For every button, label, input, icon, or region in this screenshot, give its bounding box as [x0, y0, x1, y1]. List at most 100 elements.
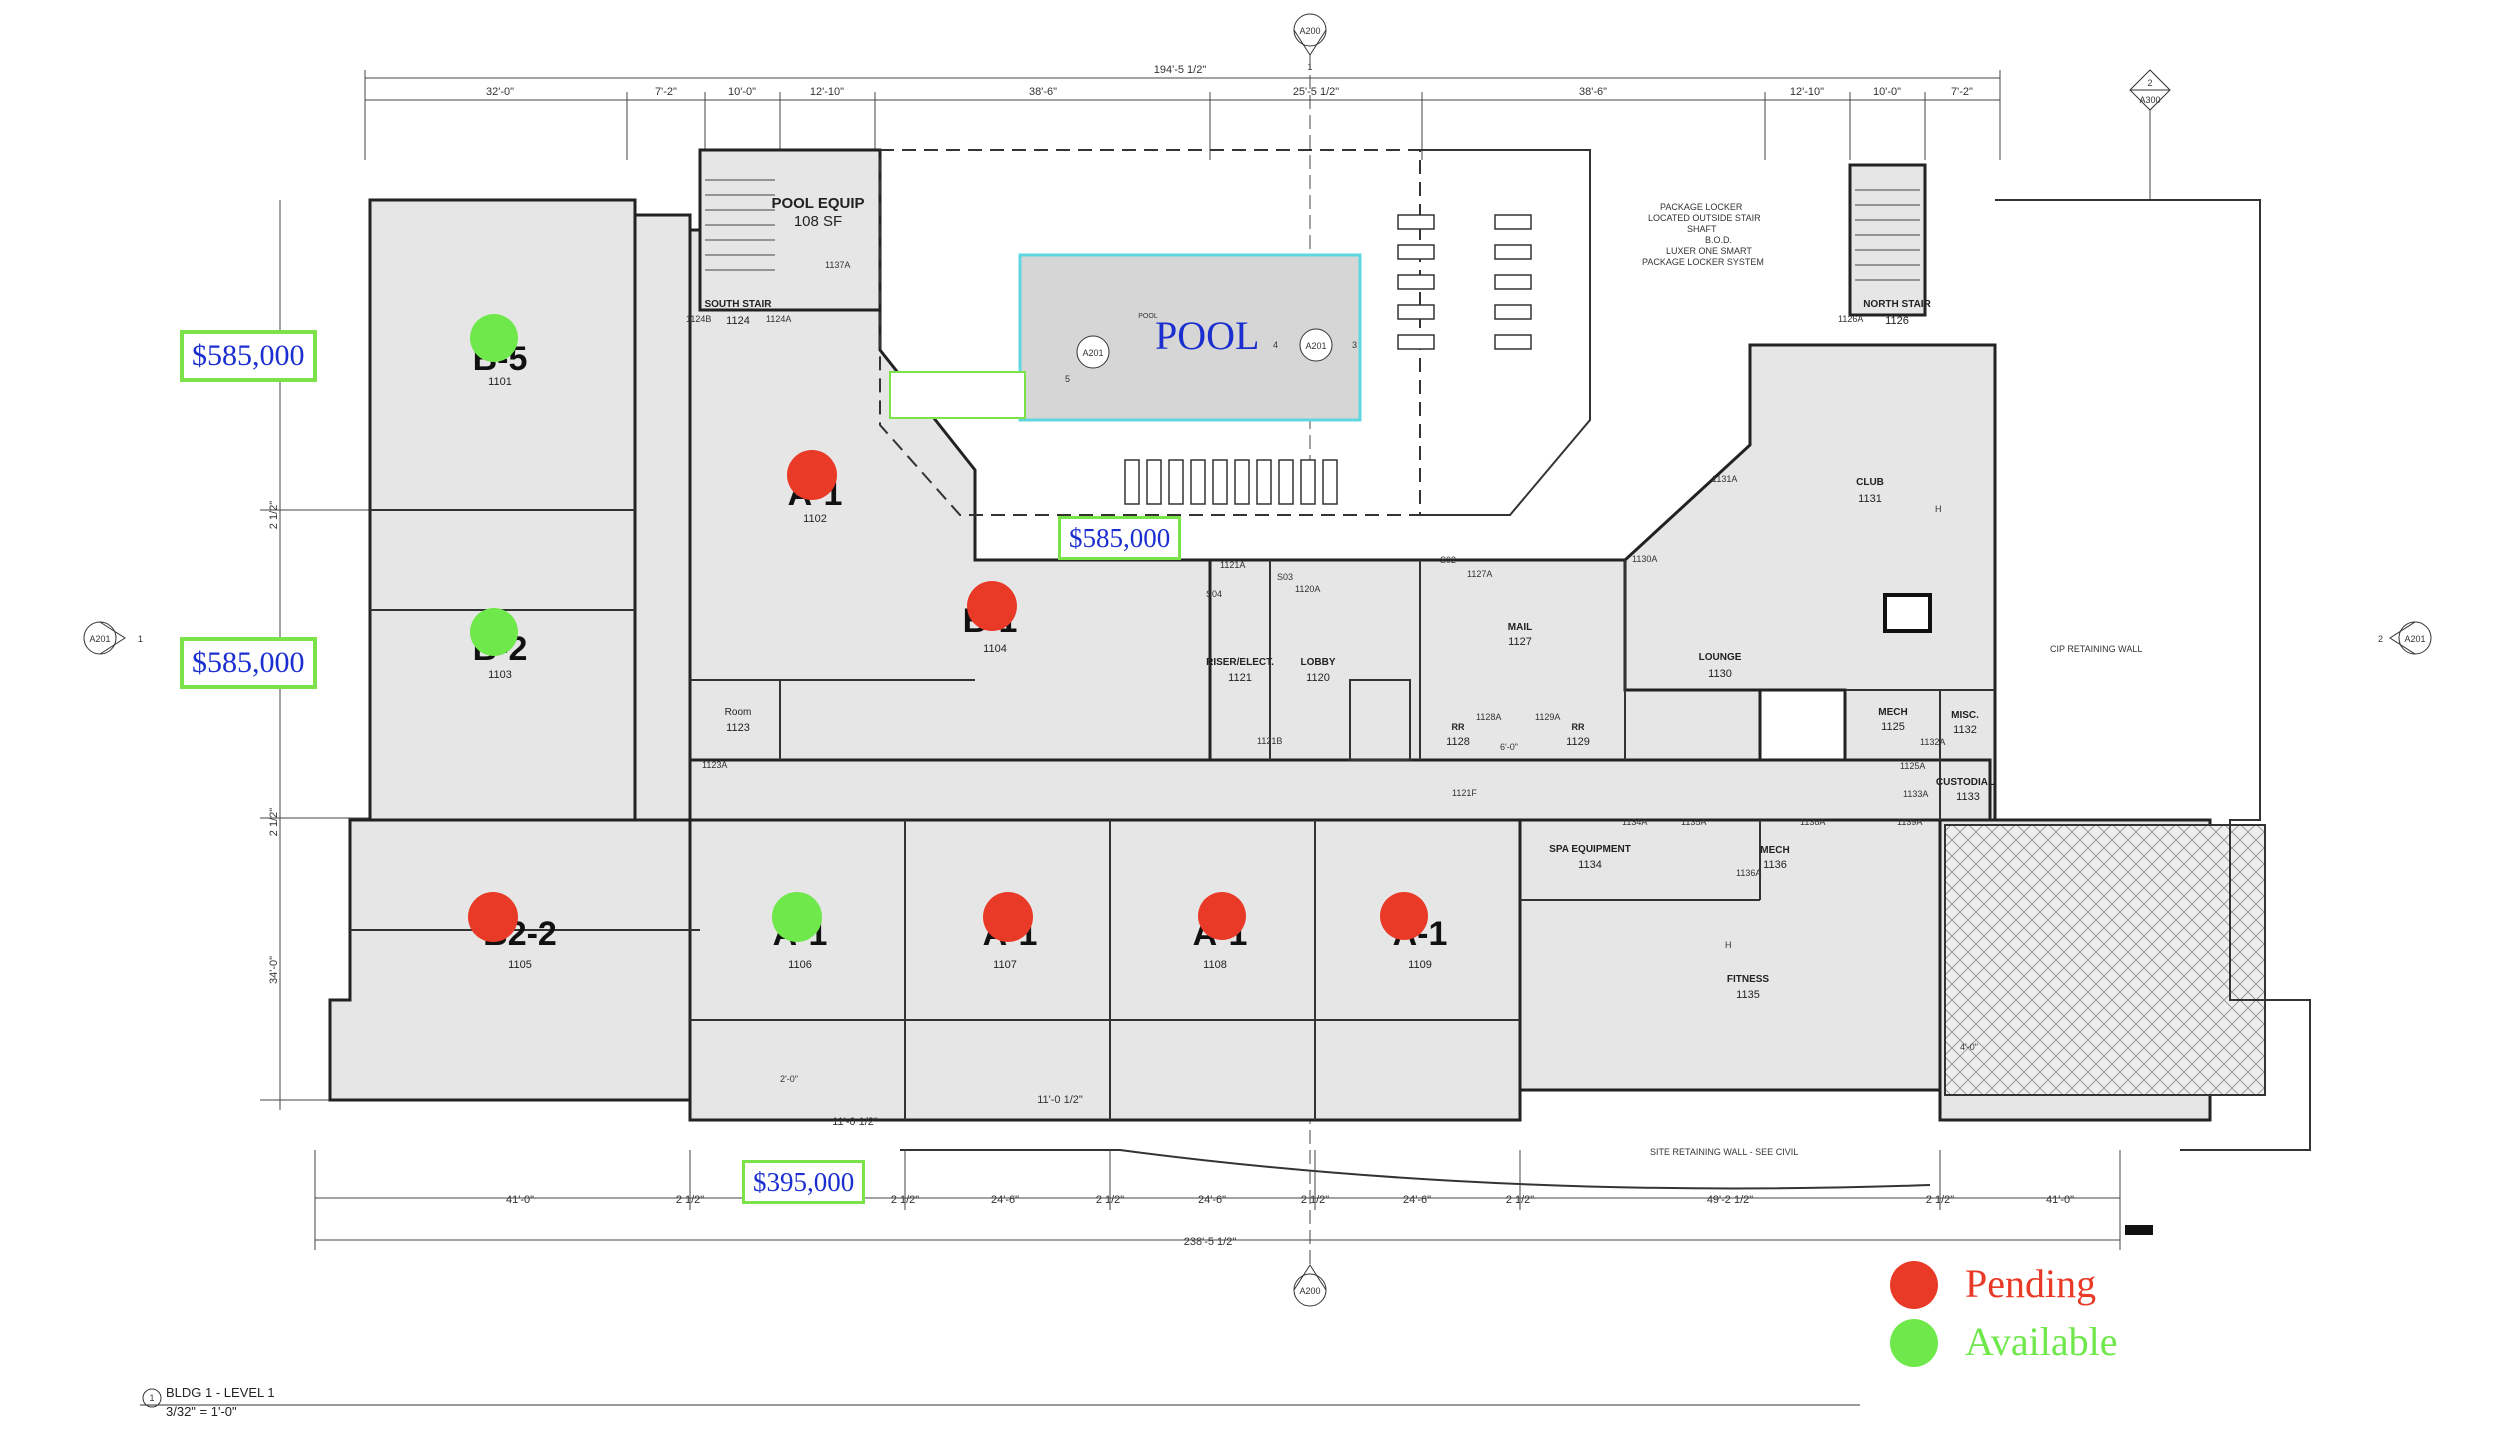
- price-tag-unit-1101: $585,000: [180, 330, 317, 382]
- svg-text:LUXER ONE SMART: LUXER ONE SMART: [1666, 246, 1752, 256]
- svg-text:B.O.D.: B.O.D.: [1705, 235, 1732, 245]
- unit-number-1104: 1104: [983, 643, 1007, 655]
- room-mech-2: MECH: [1760, 845, 1789, 856]
- room-lobby-num: 1120: [1306, 672, 1330, 684]
- billiard-table-icon: [1883, 593, 1932, 633]
- room-misc-num: 1132: [1953, 724, 1977, 736]
- dim-top-2: 7'-2": [655, 86, 677, 98]
- dim-top-10: 7'-2": [1951, 86, 1973, 98]
- room-misc: MISC.: [1951, 710, 1979, 721]
- price-tag-unit-1103: $585,000: [180, 637, 317, 689]
- svg-text:BLDG 1 - LEVEL 1: BLDG 1 - LEVEL 1: [166, 1385, 275, 1400]
- room-pool-small: POOL: [1138, 313, 1158, 320]
- room-club-num: 1131: [1858, 493, 1882, 505]
- svg-text:1121B: 1121B: [1257, 736, 1282, 746]
- dim-top-7: 38'-6": [1579, 86, 1607, 98]
- svg-text:1120A: 1120A: [1295, 584, 1320, 594]
- room-riser-num: 1121: [1228, 672, 1252, 684]
- svg-text:2: 2: [2147, 78, 2152, 88]
- status-dot-unit-1102: [787, 450, 837, 500]
- room-pool-equip-sf: 108 SF: [794, 213, 842, 230]
- grid-tag-bottom: A200: [1293, 830, 1327, 1307]
- svg-text:1: 1: [138, 634, 143, 644]
- dim-top-9: 10'-0": [1873, 86, 1901, 98]
- pool-label: POOL: [1155, 313, 1260, 358]
- status-dot-unit-1104: [967, 581, 1017, 631]
- price-tag-unit-1106: $395,000: [742, 1160, 866, 1204]
- svg-text:1124A: 1124A: [766, 314, 791, 324]
- svg-text:4: 4: [1273, 340, 1278, 350]
- svg-text:1124B: 1124B: [686, 314, 711, 324]
- stair-treads: [705, 179, 1920, 281]
- room-mech-num: 1125: [1881, 721, 1905, 733]
- room-mech: MECH: [1878, 707, 1907, 718]
- room-south-stair: SOUTH STAIR: [704, 299, 772, 310]
- svg-text:S04: S04: [1206, 589, 1222, 599]
- dim-bottom-6: 24'-6": [1198, 1194, 1226, 1206]
- dim-top-overall: 194'-5 1/2": [1154, 64, 1207, 76]
- status-dot-unit-1103: [470, 608, 518, 656]
- room-club: CLUB: [1856, 477, 1884, 488]
- patio-hatch: [1944, 824, 2266, 1096]
- dim-bottom-5: 2 1/2": [1096, 1194, 1124, 1206]
- note-site-retaining-wall: SITE RETAINING WALL - SEE CIVIL: [1650, 1147, 1798, 1157]
- svg-text:2'-0": 2'-0": [780, 1074, 798, 1084]
- legend-available-dot: [1890, 1319, 1938, 1367]
- room-mail-num: 1127: [1508, 636, 1532, 648]
- svg-text:1130A: 1130A: [1632, 554, 1657, 564]
- svg-text:A201: A201: [89, 634, 110, 644]
- room-rr2-num: 1129: [1566, 736, 1590, 748]
- dim-bottom-4: 24'-6": [991, 1194, 1019, 1206]
- svg-text:S03: S03: [1277, 572, 1293, 582]
- svg-text:3: 3: [1352, 340, 1357, 350]
- svg-text:1121F: 1121F: [1452, 788, 1477, 798]
- dim-bottom-11: 2 1/2": [1926, 1194, 1954, 1206]
- room-rr2: RR: [1572, 722, 1585, 732]
- room-north-stair: NORTH STAIR: [1863, 299, 1931, 310]
- svg-text:1128A: 1128A: [1476, 712, 1501, 722]
- dim-bottom-1: 41'-0": [506, 1194, 534, 1206]
- section-tag-ne: 2 A300: [2129, 69, 2171, 200]
- dim-bottom-w2: 11'-0 1/2": [1037, 1094, 1083, 1106]
- room-mech-2-num: 1136: [1763, 859, 1787, 871]
- door-tags: 1137A 1124B 1124A 1126A 1131A 1130A 1127…: [686, 260, 1978, 1084]
- blank-tag-box: [889, 371, 1026, 419]
- svg-text:1131A: 1131A: [1712, 474, 1737, 484]
- status-dot-unit-1109: [1380, 892, 1428, 940]
- dim-left-1: 2 1/2": [268, 501, 280, 529]
- svg-text:1133A: 1133A: [1903, 789, 1928, 799]
- dim-bottom-10: 49'-2 1/2": [1707, 1194, 1753, 1206]
- svg-text:6'-0": 6'-0": [1500, 742, 1518, 752]
- room-rr1-num: 1128: [1446, 736, 1470, 748]
- dim-bottom-7: 2 1/2": [1301, 1194, 1329, 1206]
- status-dot-unit-1106: [772, 892, 822, 942]
- svg-text:1: 1: [149, 1393, 154, 1403]
- east-retaining-wall: [1995, 199, 2311, 1151]
- pool-deck-outline: [879, 149, 1421, 516]
- unit-number-1101: 1101: [488, 376, 512, 388]
- svg-text:A201: A201: [1305, 341, 1326, 351]
- dim-bottom-overall: 238'-5 1/2": [1184, 1236, 1237, 1248]
- dim-top-3: 10'-0": [728, 86, 756, 98]
- room-fitness: FITNESS: [1727, 974, 1770, 985]
- svg-text:LOCATED OUTSIDE STAIR: LOCATED OUTSIDE STAIR: [1648, 213, 1761, 223]
- room-lounge-num: 1130: [1708, 668, 1732, 680]
- legend-pending-label: Pending: [1965, 1261, 2097, 1306]
- room-room: Room: [725, 707, 752, 718]
- unit-number-1108: 1108: [1203, 959, 1227, 971]
- pool-section-markers: A201 5 A201 4 3: [1065, 328, 1357, 384]
- grid-tag-right: A201 2: [2378, 621, 2432, 655]
- legend-available-label: Available: [1965, 1319, 2118, 1364]
- svg-text:1121A: 1121A: [1220, 560, 1245, 570]
- unit-number-1105: 1105: [508, 959, 532, 971]
- svg-text:A200: A200: [1299, 1286, 1320, 1296]
- svg-text:1125A: 1125A: [1900, 761, 1925, 771]
- dim-top-6: 25'-5 1/2": [1293, 86, 1339, 98]
- svg-text:1138A: 1138A: [1800, 817, 1825, 827]
- room-spa-equipment: SPA EQUIPMENT: [1549, 844, 1631, 855]
- price-tag-unit-1104: $585,000: [1058, 516, 1182, 560]
- svg-text:1132A: 1132A: [1920, 737, 1945, 747]
- unit-number-1109: 1109: [1408, 959, 1432, 971]
- status-dot-unit-1107: [983, 892, 1033, 942]
